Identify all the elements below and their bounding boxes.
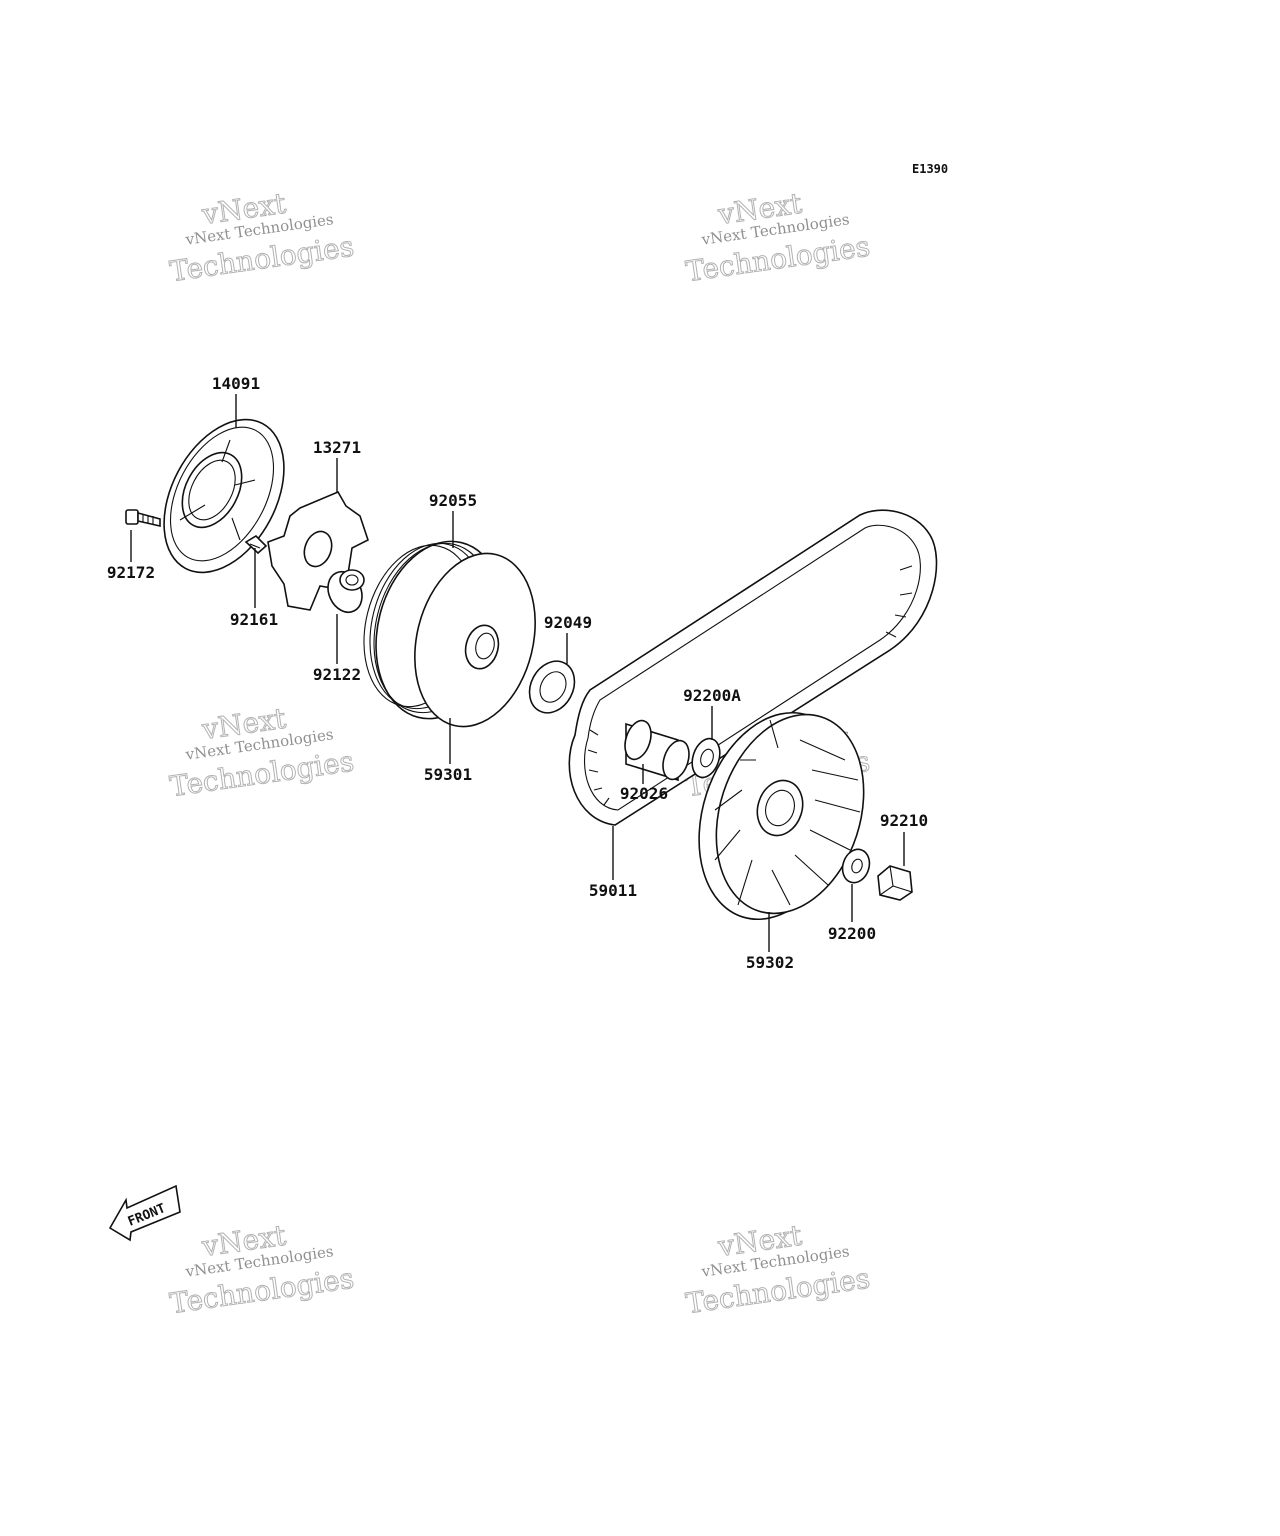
part-label-92055[interactable]: 92055 [429, 491, 477, 510]
watermark-mid-left: vNext vNext Technologies Technologies [167, 701, 356, 804]
part-label-59011[interactable]: 59011 [589, 881, 637, 900]
part-label-92049[interactable]: 92049 [544, 613, 592, 632]
part-label-59301[interactable]: 59301 [424, 765, 472, 784]
roller-drawing [327, 569, 365, 613]
part-label-92161[interactable]: 92161 [230, 610, 278, 629]
part-label-92200[interactable]: 92200 [828, 924, 876, 943]
ramp-plate-drawing [267, 490, 369, 611]
part-label-14091[interactable]: 14091 [212, 374, 260, 393]
watermark-bottom-right: vNext vNext Technologies Technologies [683, 1218, 872, 1321]
oil-seal-drawing [528, 660, 576, 714]
bolt-drawing [125, 509, 161, 528]
part-label-92172[interactable]: 92172 [107, 563, 155, 582]
part-label-92200a[interactable]: 92200A [683, 686, 741, 705]
part-label-92122[interactable]: 92122 [313, 665, 361, 684]
part-label-92210[interactable]: 92210 [880, 811, 928, 830]
washer-drawing [841, 848, 871, 884]
leader-lines [130, 394, 905, 952]
part-label-59302[interactable]: 59302 [746, 953, 794, 972]
diagram-code: E1390 [912, 162, 948, 176]
fan-drive-face-drawing [698, 711, 865, 921]
part-label-13271[interactable]: 13271 [313, 438, 361, 457]
watermark-bottom-left: vNext vNext Technologies Technologies [167, 1218, 356, 1321]
collar-drawing [624, 719, 690, 782]
watermark-top-right: vNext vNext Technologies Technologies [683, 186, 872, 289]
part-label-92026[interactable]: 92026 [620, 784, 668, 803]
watermark-top-left: vNext vNext Technologies Technologies [167, 186, 356, 289]
front-direction-arrow: FRONT [108, 1184, 181, 1242]
clip-drawing [244, 534, 268, 555]
nut-drawing [877, 865, 913, 901]
drive-face-drawing [363, 540, 536, 728]
cover-plate-drawing [163, 418, 285, 574]
